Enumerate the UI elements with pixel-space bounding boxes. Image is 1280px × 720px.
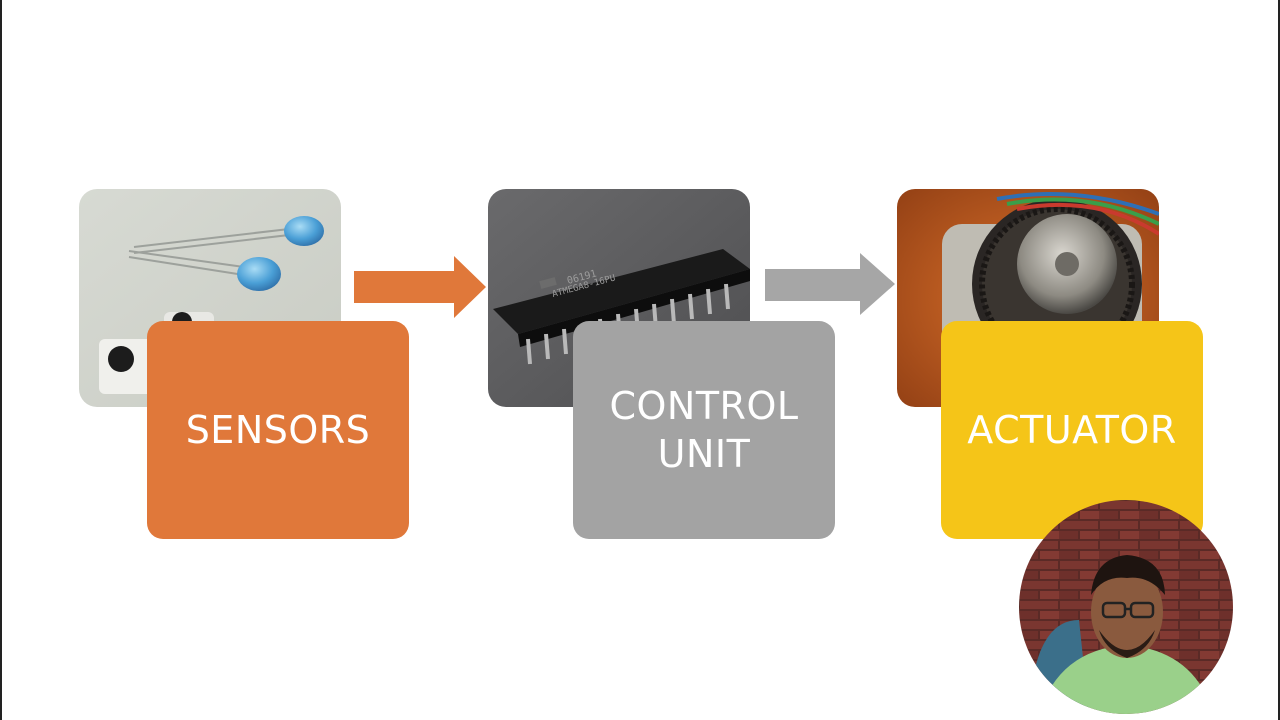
right-arrow-icon (354, 256, 486, 318)
arrow-shape (354, 256, 486, 318)
arrow-sensors-to-control (354, 256, 486, 318)
frame-border-left (0, 0, 2, 720)
presenter-webcam-icon (1019, 500, 1233, 714)
presenter-webcam (1019, 500, 1233, 714)
right-arrow-icon (765, 253, 895, 315)
arrow-control-to-actuator (765, 253, 895, 315)
sensors-label-box: SENSORS (147, 321, 409, 539)
arrow-shape (765, 253, 895, 315)
frame-border-right (1278, 0, 1280, 720)
actuator-label-box: ACTUATOR (941, 321, 1203, 539)
control-unit-label-box: CONTROL UNIT (573, 321, 835, 539)
